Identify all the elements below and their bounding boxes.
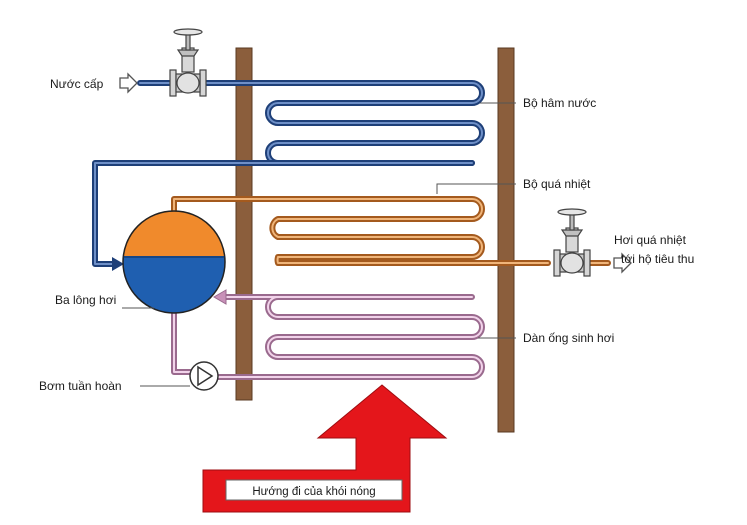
superheated-steam-label-line1: Hơi quá nhiệt (614, 233, 687, 247)
steam-outlet-valve-icon (553, 208, 591, 277)
superheater-label: Bộ quá nhiệt (523, 177, 591, 191)
hot-gas-direction-label: Hướng đi của khói nóng (252, 486, 375, 498)
superheated-steam-label-line2: tới hộ tiêu thu (621, 252, 694, 266)
feed-water-label: Nước cấp (50, 77, 104, 91)
circulation-pump (189, 361, 219, 391)
right-wall (497, 47, 515, 433)
left-wall (235, 47, 253, 401)
steam-drum-label: Ba lông hơi (55, 293, 116, 307)
steam-outlet-arrow-icon (613, 252, 632, 274)
drum-inlet-arrow (112, 257, 124, 271)
economizer-coil (92, 80, 485, 267)
hot-gas-label-box (225, 479, 403, 501)
evaporator-coil (171, 294, 485, 380)
leader-lines (122, 102, 516, 387)
circulation-pump-label: Bơm tuần hoàn (39, 379, 122, 393)
steam-drum (122, 210, 226, 314)
feed-water-valve-icon (169, 28, 207, 97)
evaporator-return-arrow (213, 289, 227, 305)
feed-water-inlet-arrow-icon (119, 72, 138, 94)
superheater-coil (171, 196, 611, 266)
economizer-label: Bộ hâm nước (523, 96, 596, 110)
evaporator-label: Dàn ống sinh hơi (523, 331, 614, 345)
